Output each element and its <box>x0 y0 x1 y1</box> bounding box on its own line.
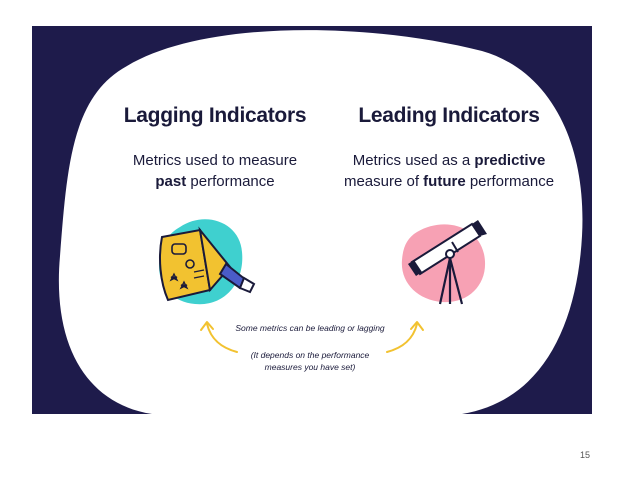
leading-desc-bold-2: future <box>423 173 466 190</box>
leading-desc-middle: measure of <box>343 173 424 190</box>
note-line-3: measures you have set) <box>264 362 356 372</box>
lagging-desc-suffix: performance <box>186 173 275 190</box>
telescope-icon <box>401 220 487 305</box>
page-number: 15 <box>580 450 591 460</box>
lagging-desc-prefix: Metrics used to measure <box>132 152 298 169</box>
white-blob-background <box>58 30 583 414</box>
lagging-description: Metrics used to measure past performance <box>85 150 345 192</box>
note-depends-on-measures: (It depends on the performance measures … <box>200 349 420 373</box>
leading-description: Metrics used as a predictive measure of … <box>319 150 579 192</box>
note-leading-or-lagging: Some metrics can be leading or lagging <box>235 323 385 333</box>
curved-arrow-left-icon <box>200 321 238 353</box>
leading-desc-prefix: Metrics used as a <box>352 152 475 169</box>
curved-arrow-right-icon <box>386 321 424 353</box>
slide: Lagging Indicators Leading Indicators Me… <box>32 26 592 414</box>
megaphone-icon <box>159 219 256 305</box>
leading-desc-suffix: performance <box>465 173 555 190</box>
note-line-2: (It depends on the performance <box>250 350 370 360</box>
leading-desc-bold-1: predictive <box>474 152 546 169</box>
leading-indicators-heading: Leading Indicators <box>358 104 540 127</box>
lagging-indicators-heading: Lagging Indicators <box>123 104 307 127</box>
lagging-desc-bold: past <box>155 173 187 190</box>
